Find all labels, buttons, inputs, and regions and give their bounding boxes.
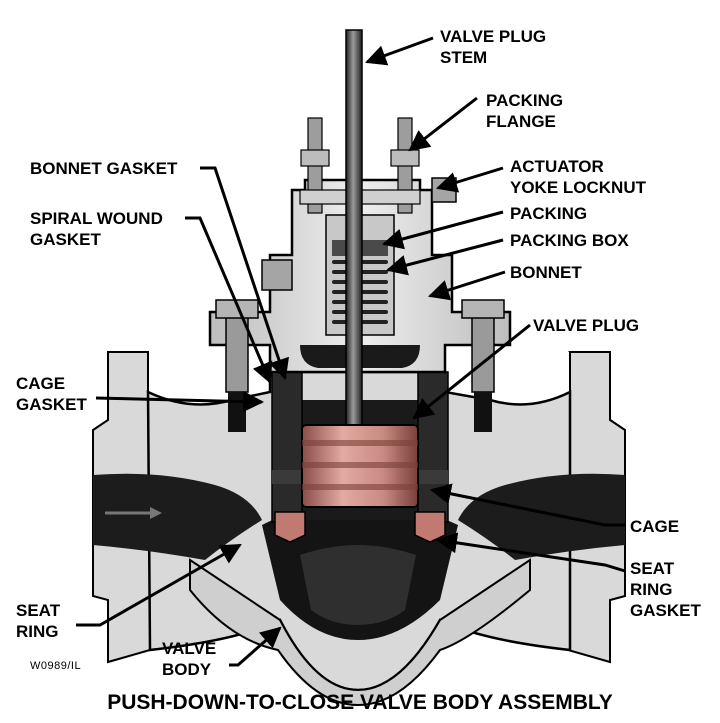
label-seat-ring-gasket: SEAT RING GASKET <box>630 559 701 620</box>
drawing-code: W0989/IL <box>30 660 82 672</box>
label-packing: PACKING <box>510 204 588 223</box>
valve-plug-stem <box>345 29 363 431</box>
label-cage: CAGE <box>630 517 680 536</box>
label-seat-ring: SEAT RING <box>16 601 61 641</box>
label-packing-flange: PACKING FLANGE <box>486 91 564 131</box>
label-valve-plug-stem: VALVE PLUG STEM <box>440 27 547 67</box>
label-cage-gasket: CAGE GASKET <box>16 374 87 414</box>
diagram-title: PUSH-DOWN-TO-CLOSE VALVE BODY ASSEMBLY <box>107 691 613 714</box>
label-valve-body: VALVE BODY <box>162 639 217 679</box>
bonnet-studs <box>215 299 505 432</box>
label-bonnet-gasket: BONNET GASKET <box>30 159 178 178</box>
leader-lines <box>76 36 626 667</box>
label-valve-plug: VALVE PLUG <box>533 316 640 335</box>
label-bonnet: BONNET <box>510 263 582 282</box>
label-spiral-wound-gasket: SPIRAL WOUND GASKET <box>30 209 163 249</box>
label-actuator-yoke-locknut: ACTUATOR YOKE LOCKNUT <box>510 157 646 197</box>
valve-plug <box>301 424 419 508</box>
label-packing-box: PACKING BOX <box>510 231 629 250</box>
